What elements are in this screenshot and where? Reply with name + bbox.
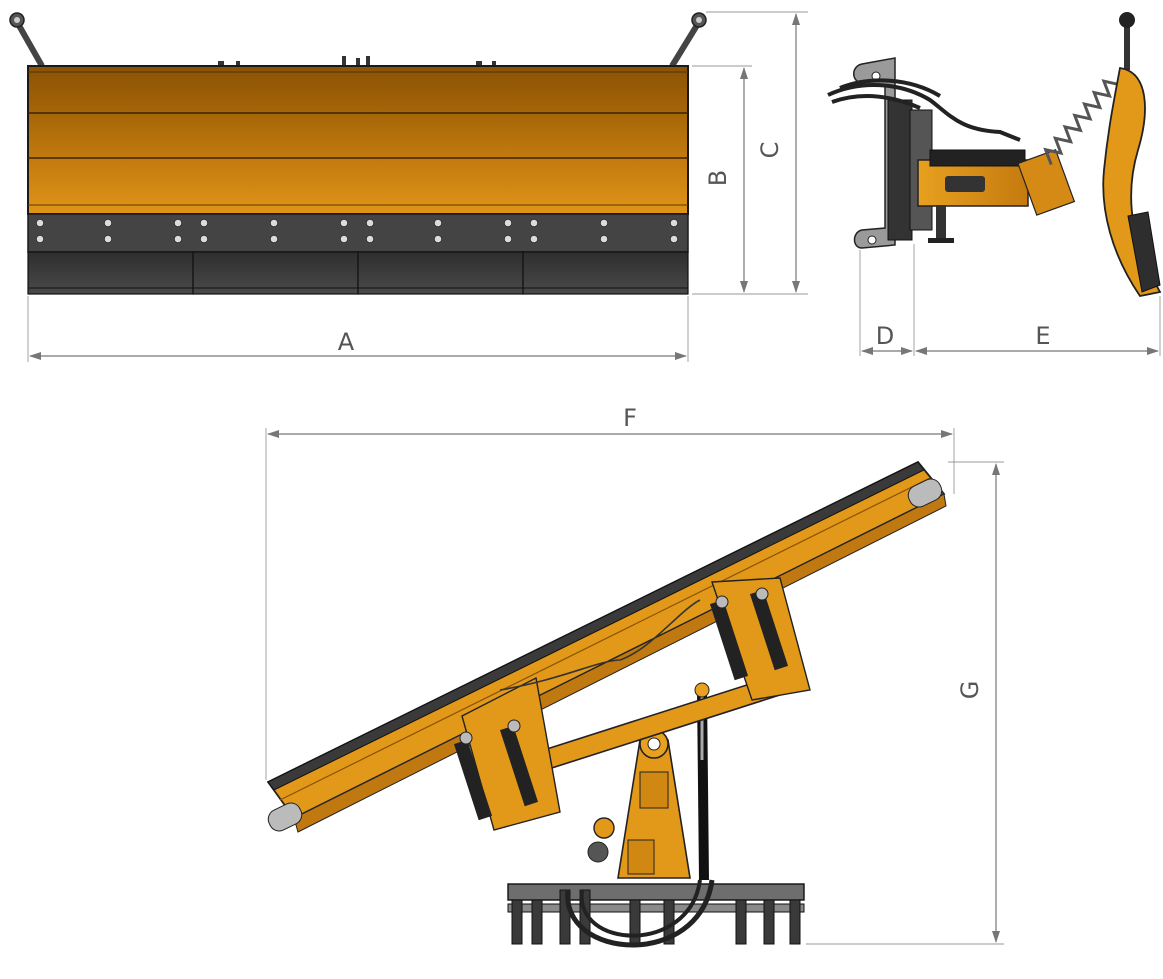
bolt-hole xyxy=(600,219,608,227)
dimension-f: F xyxy=(265,404,955,780)
dimension-d: D xyxy=(859,244,915,356)
bolt-hole xyxy=(670,235,678,243)
hydraulic-hoses xyxy=(827,78,1021,142)
bolt-hole xyxy=(270,235,278,243)
rubber-edge xyxy=(27,251,689,295)
top-view-mount-frame xyxy=(507,879,805,948)
bolt-hole xyxy=(36,235,44,243)
dimension-a-label: A xyxy=(338,328,355,356)
bolt-hole xyxy=(670,219,678,227)
dimension-c-label: C xyxy=(756,142,784,159)
pivot-tower xyxy=(587,729,691,879)
bolt-hole xyxy=(366,235,374,243)
bolt-hole xyxy=(366,219,374,227)
bolt-hole xyxy=(600,235,608,243)
bolt-hole xyxy=(530,219,538,227)
front-blade xyxy=(27,65,689,215)
bolt-hole xyxy=(340,235,348,243)
bolt-hole xyxy=(200,235,208,243)
side-view: D E xyxy=(827,12,1162,356)
bolt-hole xyxy=(504,219,512,227)
bolt-hole xyxy=(270,219,278,227)
bolt-hole xyxy=(104,219,112,227)
bolt-hole xyxy=(104,235,112,243)
bolt-strip xyxy=(27,213,689,253)
bolt-hole xyxy=(200,219,208,227)
dimension-b: B xyxy=(692,65,808,295)
top-view-cable xyxy=(499,599,701,691)
front-view: A B C xyxy=(9,11,808,362)
dimension-f-label: F xyxy=(623,404,637,432)
right-lifting-arm xyxy=(669,12,707,68)
dimension-g-label: G xyxy=(956,681,984,700)
left-lifting-arm xyxy=(9,12,45,68)
angled-blade xyxy=(266,460,947,833)
bolt-hole xyxy=(174,235,182,243)
bolt-hole xyxy=(504,235,512,243)
dimension-c: C xyxy=(706,11,808,293)
bolt-hole xyxy=(36,219,44,227)
spring xyxy=(1043,79,1120,166)
side-blade xyxy=(1102,66,1162,297)
bolt-hole xyxy=(340,219,348,227)
dimension-b-label: B xyxy=(704,170,732,186)
dimension-a: A xyxy=(27,296,689,362)
top-view: F G xyxy=(265,404,1004,948)
top-fittings xyxy=(218,56,496,66)
spring-assembly-left xyxy=(453,676,561,831)
push-arm xyxy=(917,149,1076,243)
bolt-hole xyxy=(174,219,182,227)
dimension-e: E xyxy=(915,296,1161,356)
dimension-g: G xyxy=(806,461,1004,945)
dimension-d-label: D xyxy=(876,322,894,350)
bolt-hole xyxy=(434,219,442,227)
spring-assembly-right xyxy=(709,577,811,701)
bolt-hole xyxy=(434,235,442,243)
dimension-e-label: E xyxy=(1035,322,1050,350)
top-handle xyxy=(1119,12,1135,70)
bolt-hole xyxy=(530,235,538,243)
